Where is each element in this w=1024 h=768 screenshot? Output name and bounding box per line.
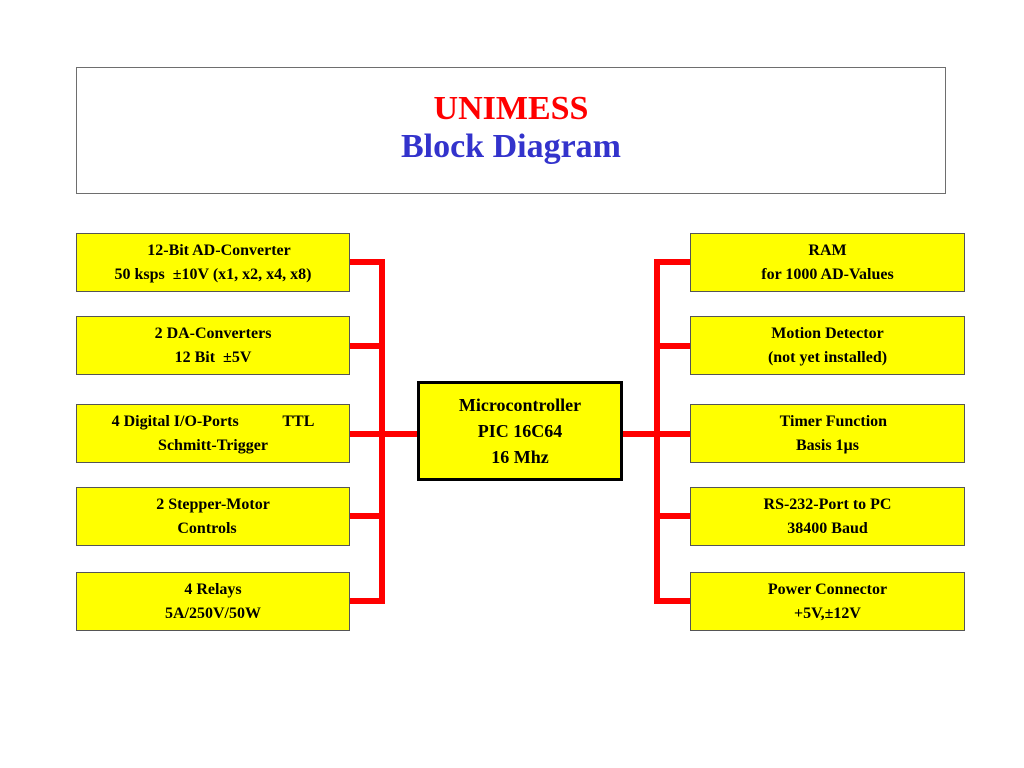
block-motion-detector: Motion Detector (not yet installed) [690,316,965,375]
block-stepper-motor-line1: 2 Stepper-Motor [156,495,270,513]
microcontroller-line2: PIC 16C64 [477,421,563,441]
block-timer-function: Timer Function Basis 1µs [690,404,965,463]
block-ad-converter-line2: 50 ksps ±10V (x1, x2, x4, x8) [114,265,312,283]
block-da-converters: 2 DA-Converters 12 Bit ±5V [76,316,350,375]
block-digital-io: 4 Digital I/O-Ports TTL Schmitt-Trigger [76,404,350,463]
block-rs232-port-line1: RS-232-Port to PC [763,495,892,513]
block-stepper-motor: 2 Stepper-Motor Controls [76,487,350,546]
block-timer-function-line1: Timer Function [767,412,888,430]
block-ad-converter-line1: 12-Bit AD-Converter [135,241,291,259]
block-relays-line1: 4 Relays [184,580,242,598]
block-ram-line2: for 1000 AD-Values [761,265,894,283]
block-power-connector: Power Connector +5V,±12V [690,572,965,631]
block-motion-detector-line1: Motion Detector [771,324,884,342]
block-stepper-motor-line2: Controls [177,519,249,537]
microcontroller-line3: 16 Mhz [491,447,549,467]
block-da-converters-line1: 2 DA-Converters [154,324,272,342]
block-timer-function-line2: Basis 1µs [795,436,859,454]
block-ad-converter: 12-Bit AD-Converter 50 ksps ±10V (x1, x2… [76,233,350,292]
diagram-title: UNIMESS [433,90,589,127]
block-da-converters-line2: 12 Bit ±5V [174,348,252,366]
block-power-connector-line1: Power Connector [767,580,888,598]
block-digital-io-line1: 4 Digital I/O-Ports TTL [111,412,315,430]
block-motion-detector-line2: (not yet installed) [767,348,888,366]
block-relays: 4 Relays 5A/250V/50W [76,572,350,631]
title-box: UNIMESS Block Diagram [76,67,946,194]
block-power-connector-line2: +5V,±12V [794,604,861,622]
block-ram-line1: RAM [808,241,847,259]
block-digital-io-line2: Schmitt-Trigger [158,436,268,454]
microcontroller-line1: Microcontroller [458,395,582,415]
block-microcontroller: Microcontroller PIC 16C64 16 Mhz [417,381,623,481]
block-relays-line2: 5A/250V/50W [165,604,261,622]
block-ram: RAM for 1000 AD-Values [690,233,965,292]
block-rs232-port: RS-232-Port to PC 38400 Baud [690,487,965,546]
diagram-subtitle: Block Diagram [400,128,622,165]
block-rs232-port-line2: 38400 Baud [787,519,868,537]
